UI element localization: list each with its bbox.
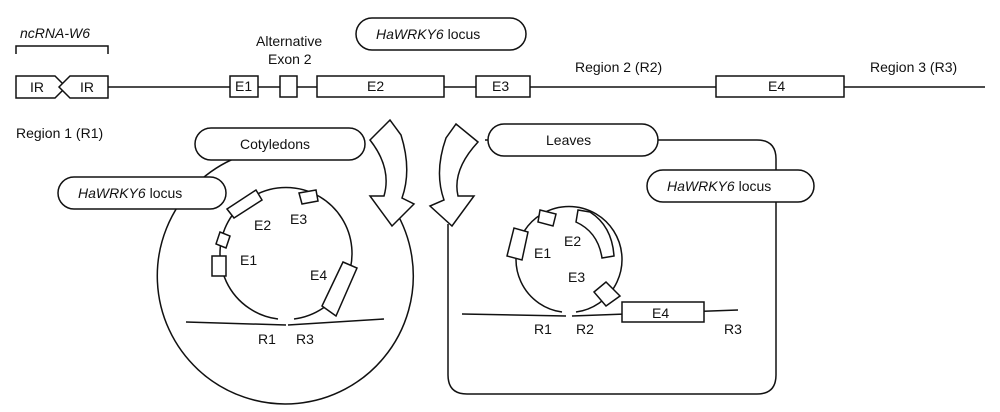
- cotyledons-genomic-left: [185, 321, 287, 326]
- leaves-locus-label: HaWRKY6 locus: [667, 178, 771, 194]
- region2-label: Region 2 (R2): [575, 59, 662, 75]
- ir-left-label: IR: [30, 79, 44, 95]
- cotyledons-exon-e1a: [211, 255, 227, 277]
- alt-exon2-box: [279, 75, 298, 98]
- ir-left-arrow: [15, 75, 68, 99]
- cotyledons-locus-pill: [57, 176, 227, 210]
- exon-e4-label: E4: [768, 78, 785, 94]
- alt-exon-label-line2: Exon 2: [268, 51, 312, 67]
- cotyledons-exon-e2: [225, 188, 264, 220]
- exon-e4-box: [715, 75, 845, 98]
- gene-model: ncRNA-W6 IR IR E1 Alternative Exon 2 E2 …: [15, 17, 985, 141]
- leaves-r1-label: R1: [534, 321, 552, 337]
- leaves-exon-e4-box: [621, 301, 705, 323]
- leaves-e1-label: E1: [534, 245, 551, 261]
- leaves-label: Leaves: [546, 132, 591, 148]
- leaves-exon-e1: [506, 227, 529, 261]
- leaves-panel: Leaves HaWRKY6 locus E1 E2 E3 E4 R1 R2 R…: [447, 123, 815, 395]
- exon-e2-label: E2: [367, 78, 384, 94]
- ir-right-arrow: [57, 75, 109, 99]
- cotyledons-splice-arrow: [368, 118, 416, 228]
- leaves-frame: [447, 139, 777, 395]
- locus-pill-label: HaWRKY6 locus: [376, 26, 480, 42]
- cotyledons-label: Cotyledons: [240, 136, 310, 152]
- leaves-pill: [487, 123, 659, 157]
- leaves-splice-arrow: [428, 122, 480, 228]
- exon-e1-box: [229, 75, 259, 98]
- leaves-r3-label: R3: [724, 321, 742, 337]
- cotyledons-r3-label: R3: [296, 331, 314, 347]
- cotyledons-e1-label: E1: [240, 252, 257, 268]
- leaves-e3-label: E3: [568, 269, 585, 285]
- leaves-exon-e3: [592, 280, 622, 308]
- cotyledons-pill: [194, 127, 366, 161]
- region3-label: Region 3 (R3): [870, 59, 957, 75]
- leaves-r2-label: R2: [576, 321, 594, 337]
- region1-label: Region 1 (R1): [16, 125, 103, 141]
- exon-e3-label: E3: [492, 78, 509, 94]
- leaves-transcript-loop: [515, 205, 623, 313]
- leaves-exon-e2: [575, 209, 615, 259]
- ncrna-label: ncRNA-W6: [20, 25, 90, 41]
- ncrna-bracket: [15, 45, 109, 54]
- cotyledons-r1-label: R1: [258, 331, 276, 347]
- ir-right-label: IR: [80, 79, 94, 95]
- leaves-e2-label: E2: [564, 233, 581, 249]
- cotyledons-locus-label: HaWRKY6 locus: [78, 185, 182, 201]
- leaves-genomic-left: [461, 313, 567, 317]
- cotyledons-exon-e4: [321, 261, 358, 318]
- cotyledons-exon-e3: [298, 189, 319, 205]
- cotyledons-exon-e1b: [215, 231, 231, 249]
- cotyledons-e3-label: E3: [290, 211, 307, 227]
- exon-e1-label: E1: [235, 78, 252, 94]
- cotyledons-e4-label: E4: [310, 267, 327, 283]
- leaves-e4-label: E4: [652, 305, 669, 321]
- leaves-locus-pill: [646, 169, 815, 203]
- leaves-exon-e1b: [537, 209, 557, 227]
- cotyledons-e2-label: E2: [254, 217, 271, 233]
- cotyledons-panel: Cotyledons HaWRKY6 locus E1 E2 E3 E4 R1 …: [57, 127, 414, 405]
- alt-exon-label-line1: Alternative: [256, 33, 322, 49]
- cotyledons-outline: [156, 156, 414, 405]
- exon-e2-box: [316, 75, 445, 98]
- exon-e3-box: [475, 75, 531, 98]
- locus-pill: [355, 17, 527, 51]
- cotyledons-genomic-right: [287, 318, 385, 326]
